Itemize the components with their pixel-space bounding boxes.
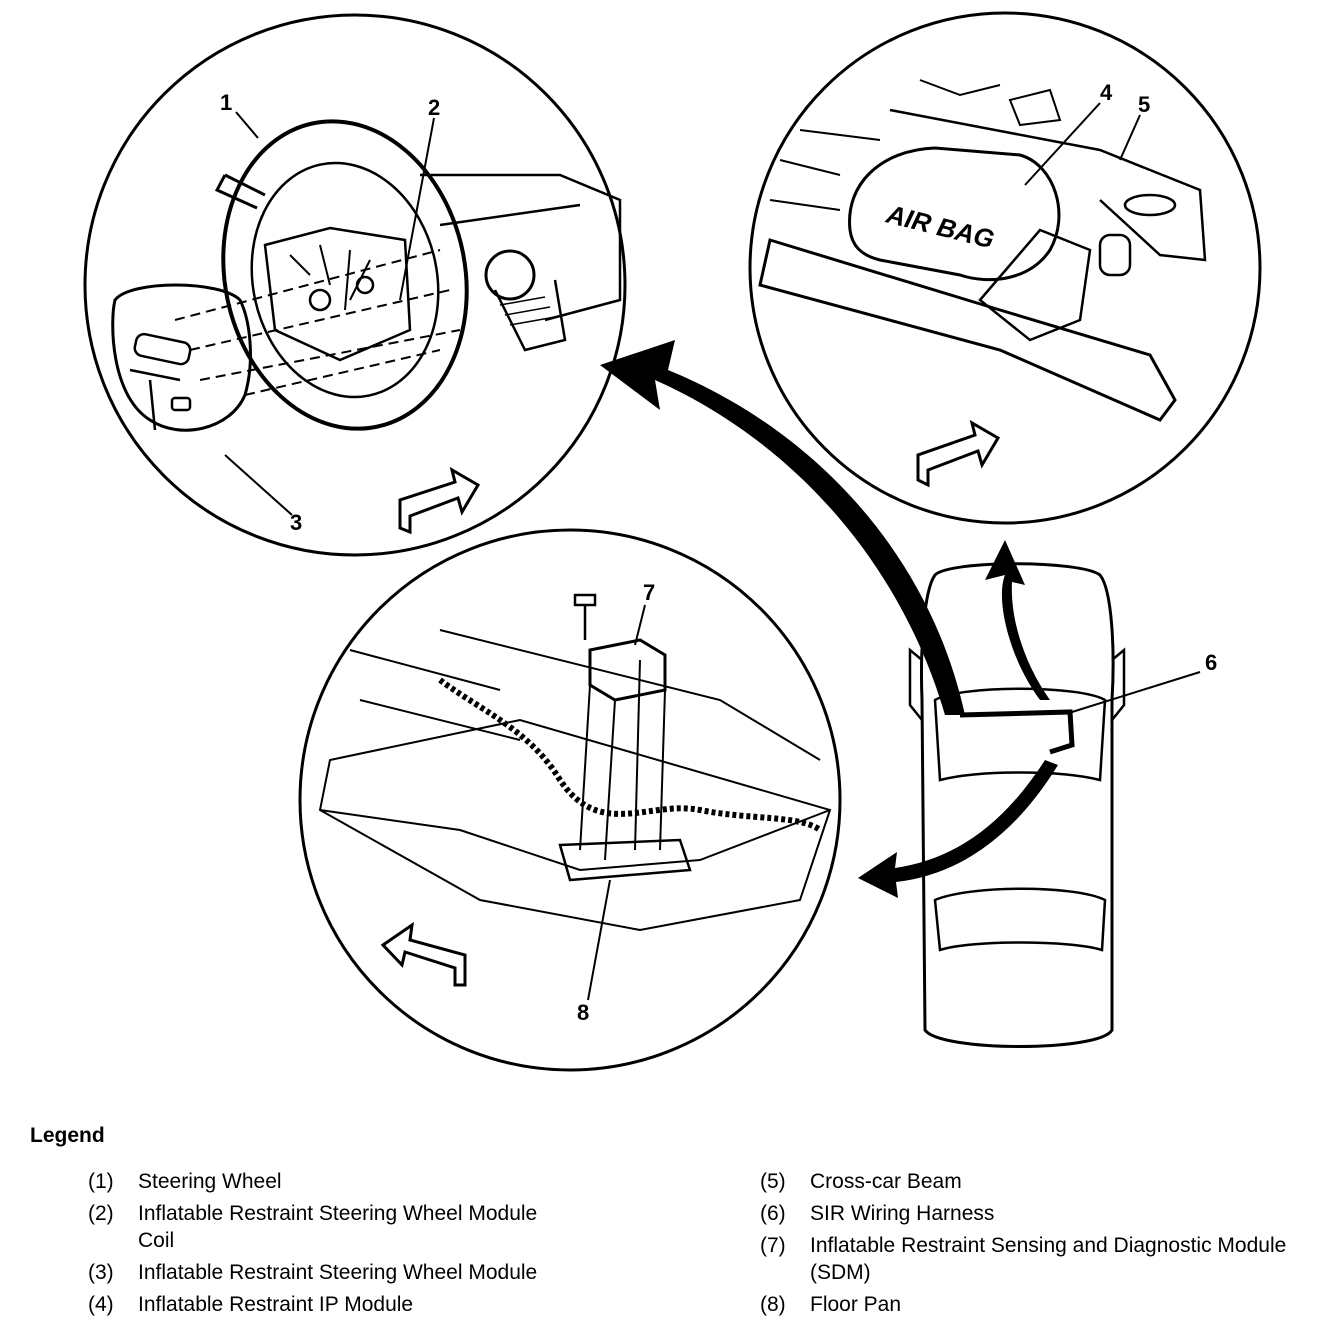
legend-number: (6) bbox=[760, 1202, 786, 1225]
arrow-to-sdm bbox=[858, 760, 1058, 898]
legend-number: (3) bbox=[88, 1261, 114, 1284]
airbag-module-drawing bbox=[111, 283, 252, 432]
callout-2: 2 bbox=[428, 95, 440, 120]
legend-text: Inflatable Restraint Steering Wheel Modu… bbox=[138, 1261, 538, 1284]
steering-wheel-drawing bbox=[221, 119, 469, 431]
legend-number: (4) bbox=[88, 1293, 114, 1316]
legend-column-right: (5) Cross-car Beam (6) SIR Wiring Harnes… bbox=[760, 1168, 1320, 1323]
vehicle-top-view bbox=[908, 562, 1201, 1048]
callout-6: 6 bbox=[1205, 650, 1217, 675]
legend-number: (7) bbox=[760, 1234, 786, 1257]
legend-item: (5) Cross-car Beam bbox=[760, 1168, 1320, 1195]
instrument-panel-detail bbox=[748, 11, 1262, 525]
legend-title: Legend bbox=[30, 1124, 105, 1147]
legend-text: Cross-car Beam bbox=[810, 1170, 962, 1193]
legend-item: (2) Inflatable Restraint Steering Wheel … bbox=[88, 1200, 688, 1254]
legend-text: Inflatable Restraint IP Module bbox=[138, 1293, 414, 1316]
legend-item: (3) Inflatable Restraint Steering Wheel … bbox=[88, 1259, 688, 1286]
legend-text: SIR Wiring Harness bbox=[810, 1202, 995, 1225]
legend-number: (5) bbox=[760, 1170, 786, 1193]
legend-item: (8) Floor Pan bbox=[760, 1291, 1320, 1318]
callout-7: 7 bbox=[643, 580, 655, 605]
legend-item: (6) SIR Wiring Harness bbox=[760, 1200, 1320, 1227]
legend-text: Floor Pan bbox=[810, 1293, 902, 1316]
callout-1: 1 bbox=[220, 90, 232, 115]
arrow-to-ip bbox=[985, 540, 1050, 700]
legend-item: (7) Inflatable Restraint Sensing and Dia… bbox=[760, 1232, 1320, 1286]
callout-4: 4 bbox=[1100, 80, 1113, 105]
floor-pan-drawing bbox=[318, 718, 832, 932]
legend-number: (2) bbox=[88, 1202, 114, 1225]
legend-item: (4) Inflatable Restraint IP Module bbox=[88, 1291, 688, 1318]
legend-column-left: (1) Steering Wheel (2) Inflatable Restra… bbox=[88, 1168, 688, 1323]
ip-airbag-module-drawing bbox=[848, 146, 1061, 282]
arrow-to-steering-wheel bbox=[600, 340, 965, 715]
callout-3: 3 bbox=[290, 510, 302, 535]
vehicle-body-drawing bbox=[920, 562, 1115, 1048]
legend-text: Inflatable Restraint Steering Wheel Modu… bbox=[138, 1202, 538, 1252]
airbag-label: AIR BAG bbox=[883, 198, 998, 254]
cross-car-beam-drawing bbox=[758, 238, 1177, 422]
legend-text: Steering Wheel bbox=[138, 1170, 282, 1193]
legend-number: (8) bbox=[760, 1293, 786, 1316]
steering-wheel-detail bbox=[83, 13, 627, 557]
airbag-component-location-diagram: 1 2 3 4 5 6 7 8 AIR BAG bbox=[83, 11, 1262, 1072]
legend-text: Inflatable Restraint Sensing and Diagnos… bbox=[810, 1234, 1287, 1284]
callout-8: 8 bbox=[577, 1000, 589, 1025]
vent-drawing bbox=[484, 249, 536, 301]
callout-labels: 1 2 3 4 5 6 7 8 AIR BAG bbox=[220, 80, 1217, 1025]
legend-number: (1) bbox=[88, 1170, 114, 1193]
location-arrows bbox=[600, 340, 1058, 898]
sdm-floor-detail bbox=[298, 528, 842, 1072]
callout-5: 5 bbox=[1138, 92, 1150, 117]
legend-item: (1) Steering Wheel bbox=[88, 1168, 688, 1195]
